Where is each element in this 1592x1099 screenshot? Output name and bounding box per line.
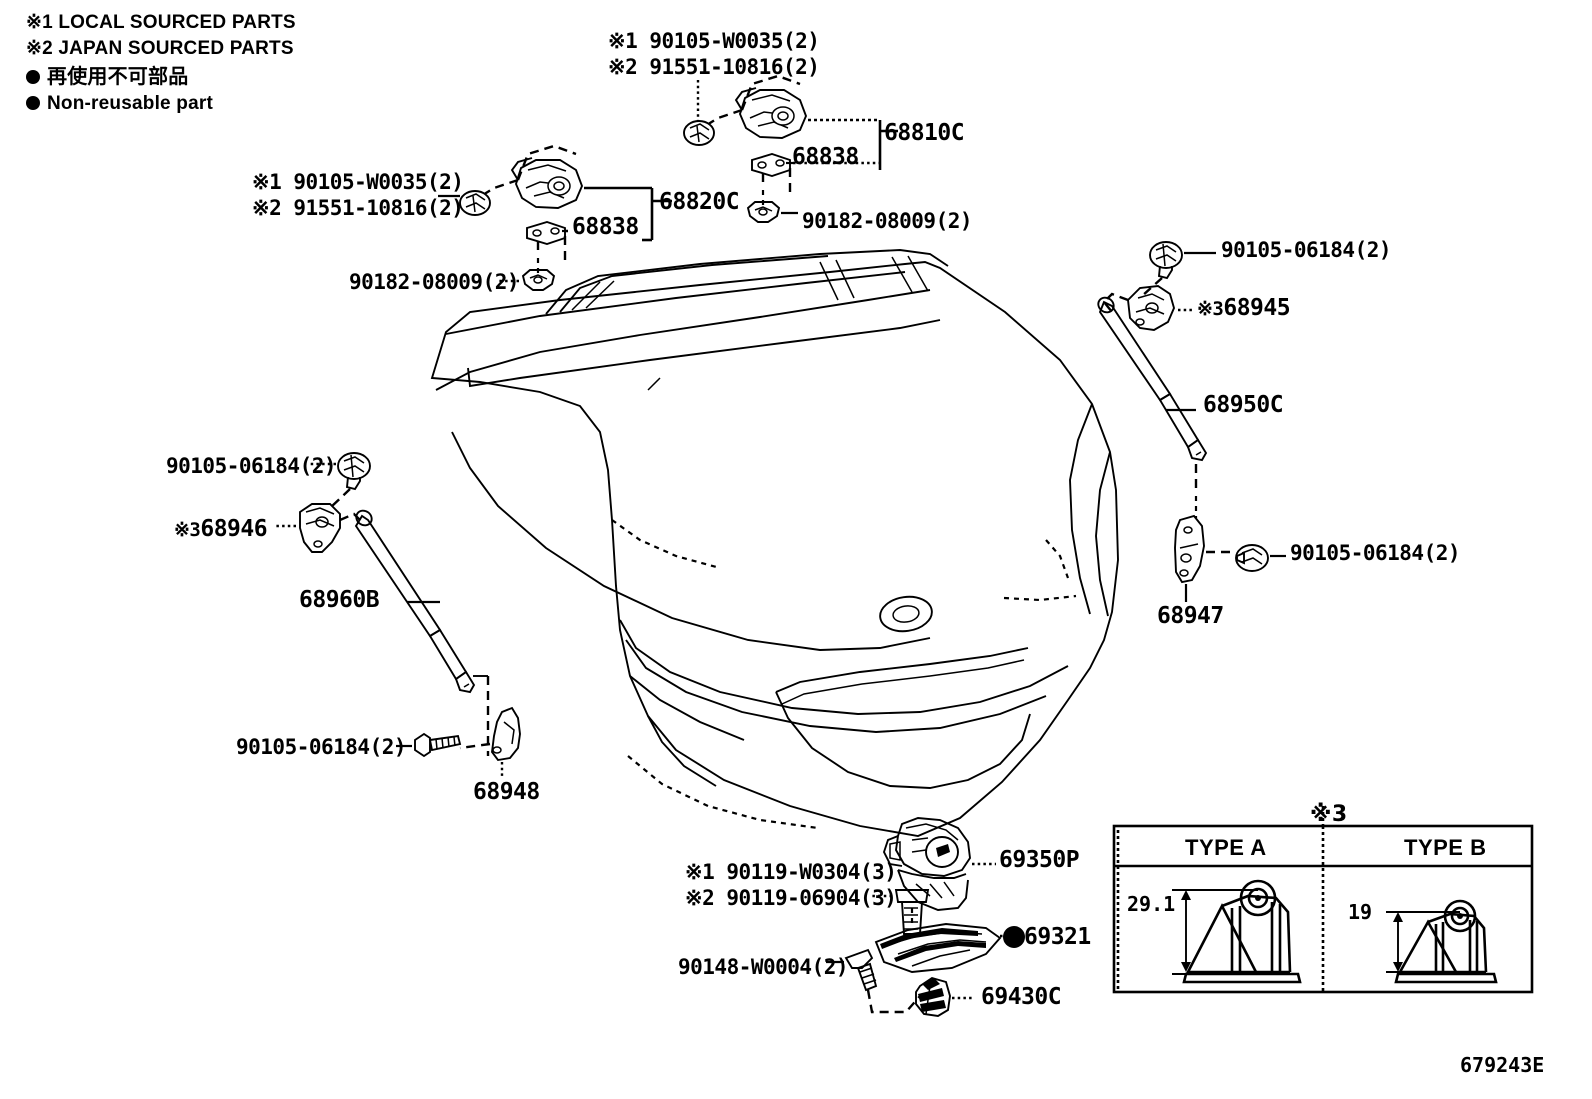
inset-type-b-label: TYPE B bbox=[1404, 835, 1487, 860]
label-striker-screw: 90148-W0004(2) bbox=[678, 955, 849, 979]
type-b-bracket-shape bbox=[1386, 899, 1498, 984]
legend-nonreusable-jp: 再使用不可部品 bbox=[26, 63, 188, 91]
label-lock-assy: 69350P bbox=[999, 847, 1080, 873]
inset-type-b-dim: 19 bbox=[1348, 900, 1373, 924]
label-stay-lh-ball-top: 90105-06184(2) bbox=[166, 454, 337, 478]
label-hinge-left-mark1: ※1 90105-W0035(2) bbox=[252, 170, 464, 194]
label-stay-lh-bracket-bottom: 68948 bbox=[473, 779, 540, 805]
tailgate-panel-illustration bbox=[430, 249, 1119, 837]
label-stay-lh: 68960B bbox=[299, 587, 380, 613]
label-stay-lh-ball-bottom: 90105-06184(2) bbox=[236, 735, 407, 759]
filled-circle-icon bbox=[26, 96, 40, 110]
filled-circle-icon bbox=[26, 70, 40, 84]
label-stay-rh-ball-top: 90105-06184(2) bbox=[1221, 238, 1392, 262]
drawing-number: 679243E bbox=[1460, 1053, 1545, 1077]
inset-type-a-label: TYPE A bbox=[1185, 835, 1267, 860]
label-hinge-left-shim: 68838 bbox=[572, 214, 639, 240]
gas-stay-left-assembly bbox=[276, 452, 521, 778]
label-stay-rh-bracket-top: ※368945 bbox=[1197, 295, 1291, 321]
legend-nonreusable-en: Non-reusable part bbox=[26, 91, 213, 117]
label-striker-cover: 69321 bbox=[1024, 924, 1091, 950]
label-hinge-right-group: 68810C bbox=[884, 120, 965, 146]
label-hinge-right-mark2: ※2 91551-10816(2) bbox=[608, 55, 820, 79]
label-striker: 69430C bbox=[981, 984, 1062, 1010]
label-hinge-right-mark1: ※1 90105-W0035(2) bbox=[608, 29, 820, 53]
label-stay-rh-ball-bottom: 90105-06184(2) bbox=[1290, 541, 1461, 565]
label-lock-screw-mark2: ※2 90119-06904(3) bbox=[685, 886, 897, 910]
label-stay-rh: 68950C bbox=[1203, 392, 1284, 418]
label-stay-lh-bracket-top: ※368946 bbox=[174, 516, 268, 542]
legend-mark2: ※2 JAPAN SOURCED PARTS bbox=[26, 38, 294, 59]
label-hinge-left-group: 68820C bbox=[659, 189, 740, 215]
label-hinge-right-nut: 90182-08009(2) bbox=[802, 209, 973, 233]
label-hinge-left-nut: 90182-08009(2) bbox=[349, 270, 520, 294]
legend-mark1: ※1 LOCAL SOURCED PARTS bbox=[26, 12, 296, 33]
inset-mark: ※3 bbox=[1310, 802, 1348, 827]
inset-type-a-dim: 29.1 bbox=[1127, 892, 1176, 916]
type-a-bracket-shape bbox=[1172, 879, 1302, 984]
label-hinge-right-shim: 68838 bbox=[792, 144, 859, 170]
label-stay-rh-bracket-bottom: 68947 bbox=[1157, 603, 1224, 629]
label-lock-screw-mark1: ※1 90119-W0304(3) bbox=[685, 860, 897, 884]
label-hinge-left-mark2: ※2 91551-10816(2) bbox=[252, 196, 464, 220]
inset-type-comparison-table bbox=[1112, 806, 1534, 994]
